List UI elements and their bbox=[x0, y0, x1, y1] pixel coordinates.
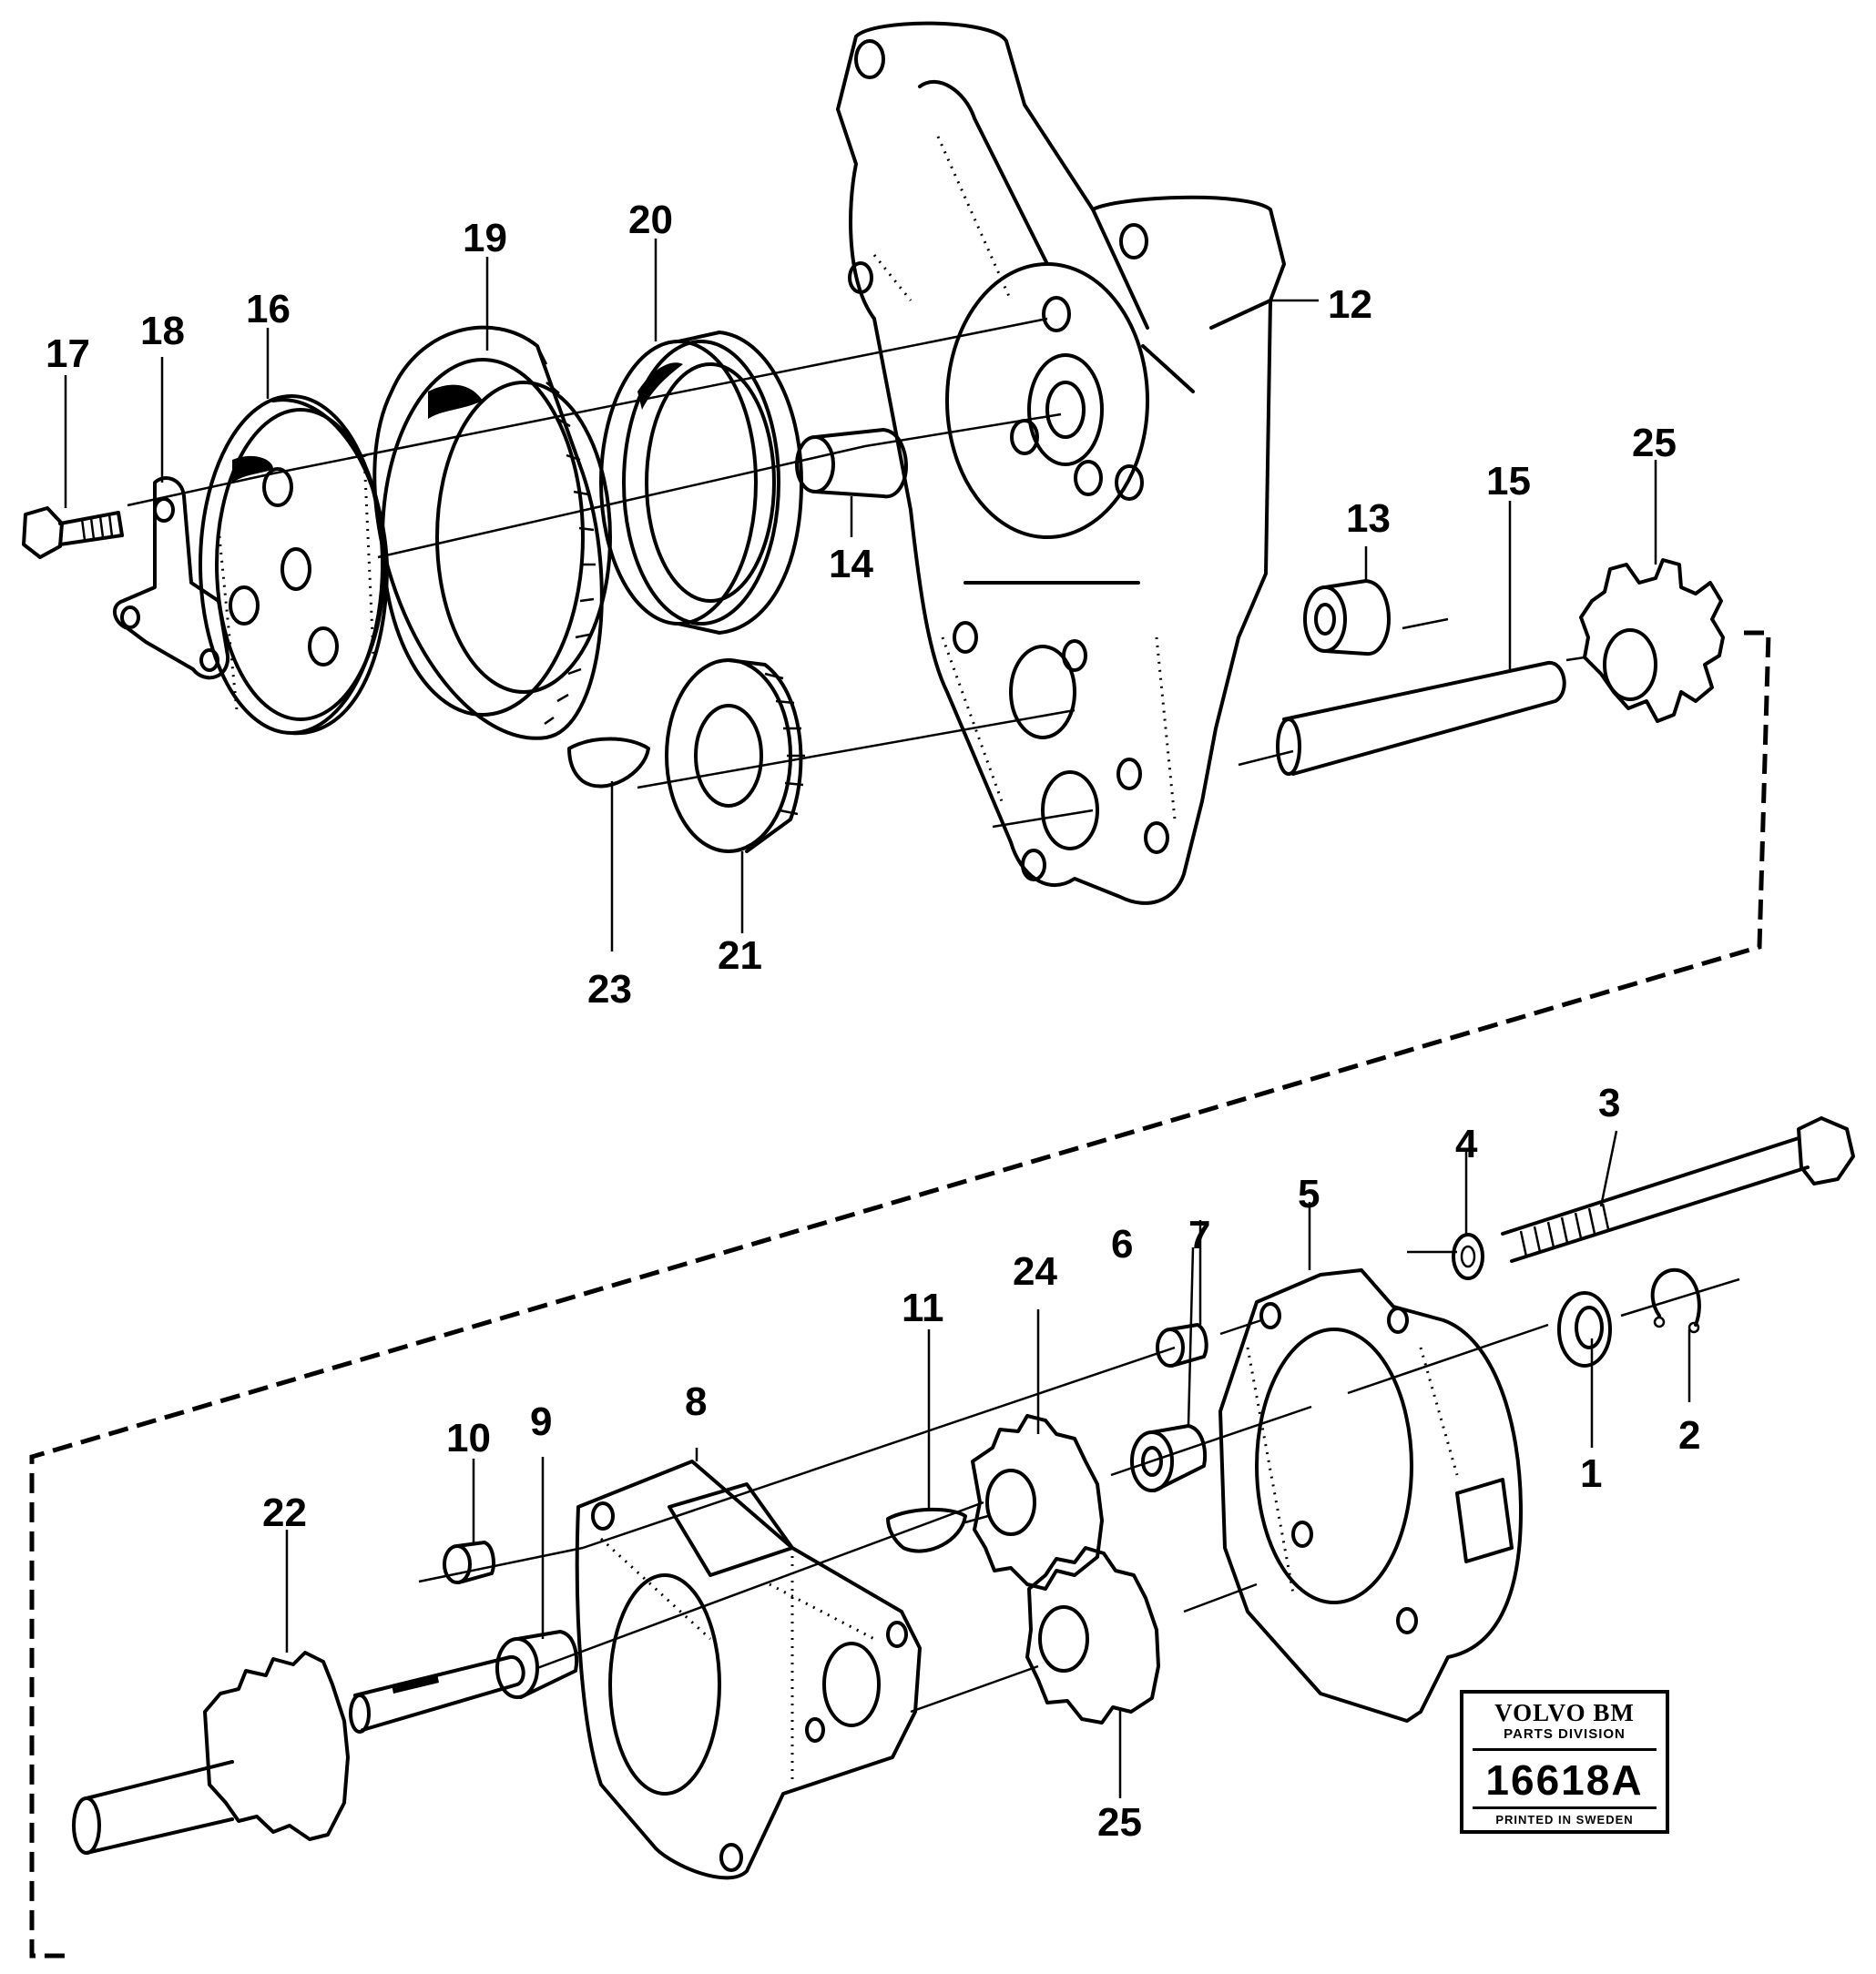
label-part-20: 20 bbox=[628, 198, 673, 242]
part-4-washer bbox=[1452, 1233, 1484, 1280]
label-part-14: 14 bbox=[829, 542, 873, 586]
label-part-9: 9 bbox=[530, 1399, 553, 1444]
part-11-key bbox=[886, 1507, 967, 1553]
label-part-24: 24 bbox=[1013, 1249, 1057, 1294]
part-24-gear bbox=[971, 1414, 1104, 1591]
part-2-circlip bbox=[1650, 1267, 1701, 1334]
part-7-bushing bbox=[1156, 1323, 1208, 1368]
label-part-23: 23 bbox=[587, 967, 632, 1012]
part-13-bushing bbox=[1303, 579, 1391, 656]
label-part-18: 18 bbox=[140, 309, 185, 353]
label-part-1: 1 bbox=[1580, 1451, 1603, 1496]
label-part-7: 7 bbox=[1188, 1213, 1211, 1257]
label-part-6: 6 bbox=[1111, 1222, 1134, 1267]
part-14-bushing bbox=[795, 428, 908, 499]
label-part-2: 2 bbox=[1678, 1413, 1701, 1458]
part-18-lock-plate bbox=[113, 476, 230, 680]
stamp-brand: VOLVO BM bbox=[1494, 1699, 1635, 1726]
part-3-bolt bbox=[1501, 1116, 1855, 1263]
part-1-washer bbox=[1557, 1291, 1612, 1368]
label-part-22: 22 bbox=[262, 1491, 307, 1535]
part-5-pump-cover bbox=[1218, 1268, 1523, 1723]
parts-division-stamp: VOLVO BM PARTS DIVISION 16618A PRINTED I… bbox=[1460, 1690, 1669, 1834]
stamp-division: PARTS DIVISION bbox=[1504, 1726, 1626, 1742]
label-part-5: 5 bbox=[1298, 1172, 1320, 1216]
part-25-gear-lower bbox=[1025, 1546, 1160, 1725]
stamp-code: 16618A bbox=[1485, 1756, 1644, 1804]
label-part-16: 16 bbox=[246, 287, 291, 331]
label-part-11: 11 bbox=[902, 1286, 944, 1330]
leader-lines bbox=[64, 239, 1691, 1798]
part-22-shaft-gear bbox=[72, 1651, 525, 1855]
label-part-25-upper: 25 bbox=[1632, 421, 1677, 465]
stamp-rule-bottom bbox=[1473, 1806, 1657, 1809]
label-part-12: 12 bbox=[1328, 282, 1372, 327]
part-8-pump-body bbox=[575, 1460, 922, 1880]
stamp-rule-top bbox=[1473, 1748, 1657, 1751]
label-part-8: 8 bbox=[685, 1379, 708, 1424]
part-23-key bbox=[567, 737, 650, 789]
label-part-10: 10 bbox=[446, 1416, 491, 1460]
dashed-connector bbox=[29, 630, 1771, 1959]
label-part-21: 21 bbox=[718, 933, 762, 978]
part-15-shaft bbox=[1276, 661, 1566, 776]
stamp-printed: PRINTED IN SWEDEN bbox=[1495, 1813, 1634, 1826]
part-16-hub bbox=[199, 394, 389, 736]
label-part-19: 19 bbox=[463, 216, 507, 260]
part-21-gear bbox=[665, 658, 805, 853]
part-10-bushing bbox=[443, 1541, 495, 1584]
part-19-ring-gear bbox=[372, 325, 612, 740]
part-25-gear-upper bbox=[1579, 558, 1725, 723]
label-part-3: 3 bbox=[1598, 1081, 1621, 1125]
assembly-axes bbox=[127, 317, 1740, 1714]
label-part-13: 13 bbox=[1346, 496, 1391, 541]
part-6-bushing bbox=[1130, 1424, 1207, 1492]
label-part-25-lower: 25 bbox=[1097, 1800, 1142, 1845]
part-12-housing bbox=[836, 21, 1286, 905]
label-part-17: 17 bbox=[46, 331, 90, 376]
part-17-bolt bbox=[22, 506, 124, 559]
label-part-4: 4 bbox=[1455, 1122, 1478, 1166]
label-part-15: 15 bbox=[1486, 459, 1531, 504]
